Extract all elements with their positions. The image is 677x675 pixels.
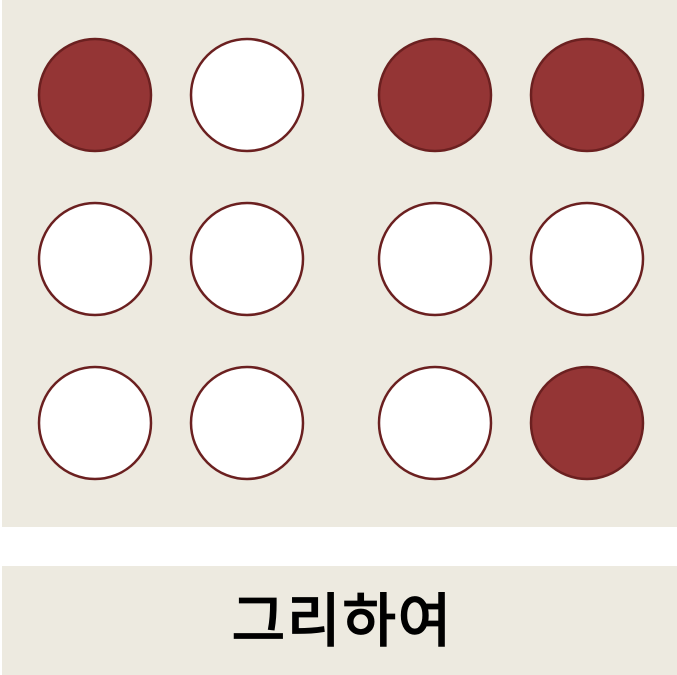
braille-cell-1 — [37, 37, 305, 481]
braille-dot-2-flat — [37, 201, 153, 317]
braille-cell-2 — [377, 37, 645, 481]
caption-text: 그리하여 — [231, 586, 454, 655]
braille-dot-1-raised — [37, 37, 153, 153]
braille-dot-5-flat — [189, 201, 305, 317]
braille-dot-4-raised — [529, 37, 645, 153]
braille-dot-6-raised — [529, 365, 645, 481]
braille-dot-2-flat — [377, 201, 493, 317]
braille-panel — [2, 0, 677, 527]
braille-dot-5-flat — [529, 201, 645, 317]
braille-dot-1-raised — [377, 37, 493, 153]
caption-panel: 그리하여 — [2, 566, 677, 675]
braille-dot-4-flat — [189, 37, 305, 153]
braille-dot-6-flat — [189, 365, 305, 481]
braille-cells — [37, 37, 645, 481]
braille-dot-3-flat — [377, 365, 493, 481]
braille-dot-3-flat — [37, 365, 153, 481]
